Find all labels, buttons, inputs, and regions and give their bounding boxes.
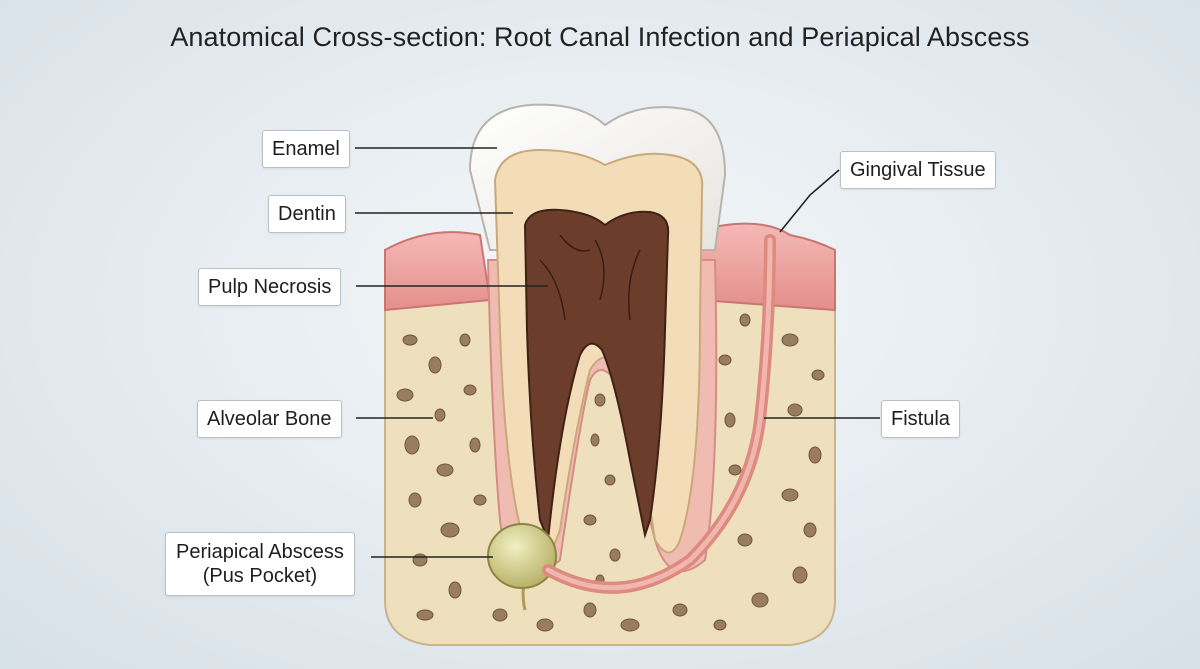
label-periapical-abscess: Periapical Abscess (Pus Pocket)	[165, 532, 355, 596]
bone-pores	[396, 313, 825, 632]
gingiva-left	[384, 231, 492, 312]
label-pulp-necrosis: Pulp Necrosis	[198, 268, 342, 306]
leader-gingival	[779, 169, 840, 233]
pulp-veins	[539, 234, 641, 321]
label-periapical-abscess-line1: Periapical Abscess	[176, 541, 344, 563]
label-dentin: Dentin	[268, 195, 346, 233]
label-gingival-tissue: Gingival Tissue	[840, 151, 996, 189]
periapical-abscess	[487, 523, 557, 589]
necrotic-pulp	[523, 208, 670, 541]
label-enamel: Enamel	[262, 130, 350, 168]
label-alveolar-bone: Alveolar Bone	[197, 400, 342, 438]
leader-lines	[355, 147, 880, 558]
label-fistula: Fistula	[881, 400, 960, 438]
diagram-title: Anatomical Cross-section: Root Canal Inf…	[170, 22, 1030, 52]
label-periapical-abscess-line2: (Pus Pocket)	[202, 565, 318, 587]
